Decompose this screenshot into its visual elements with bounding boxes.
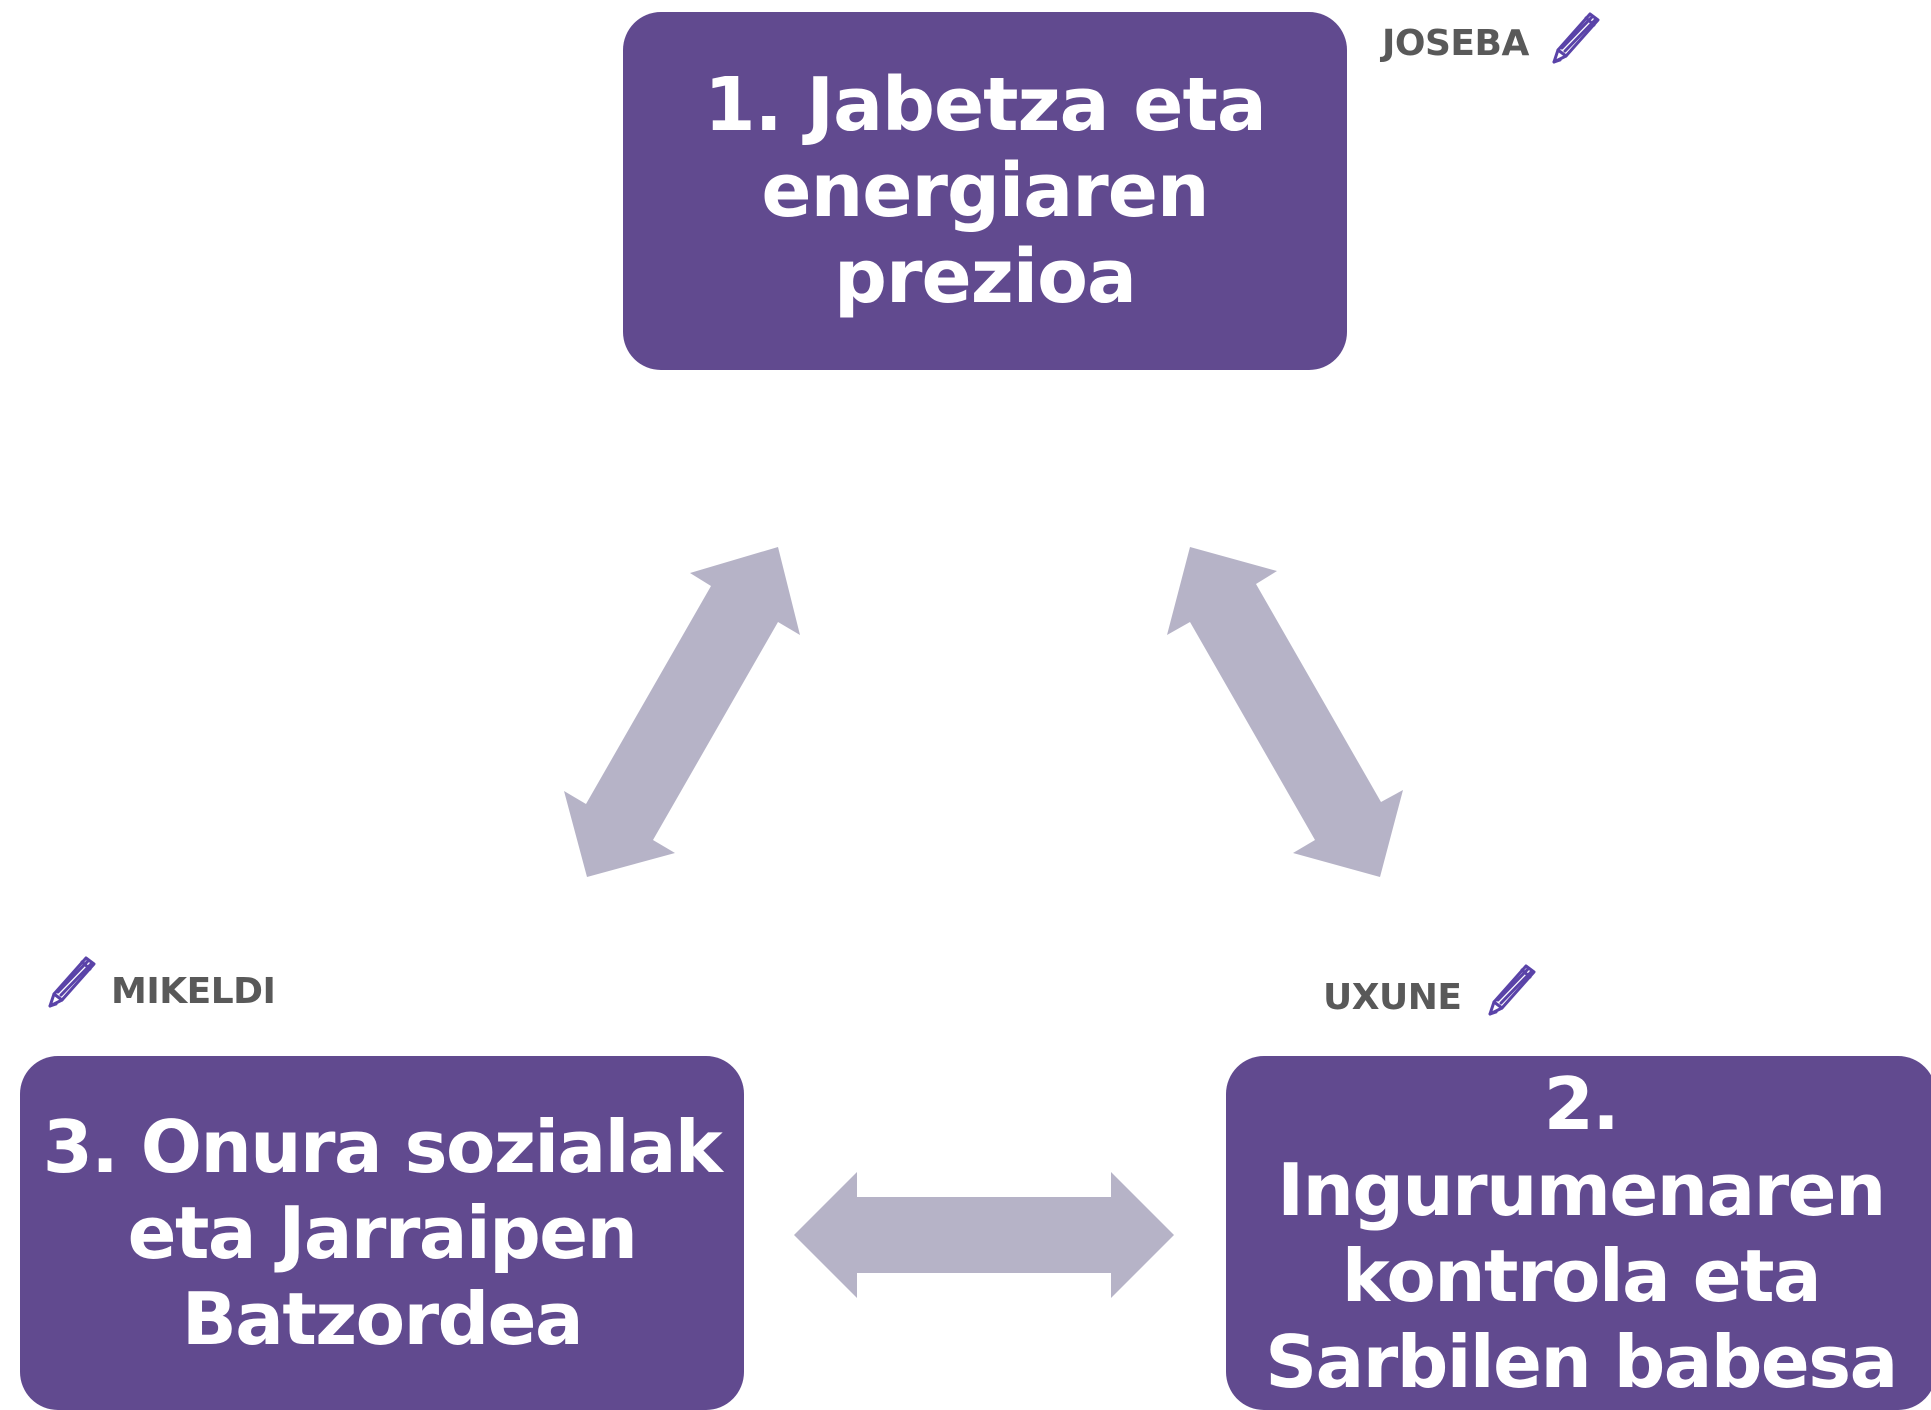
author-uxune: UXUNE <box>1323 977 1462 1018</box>
arrow-box1-box3 <box>564 547 800 877</box>
pencil-icon <box>1488 964 1536 1016</box>
pencil-icon <box>1552 12 1600 64</box>
pencil-icon <box>48 956 96 1008</box>
box-ingurumena-sarbil-babesa: 2. Ingurumenaren kontrola eta Sarbilen b… <box>1226 1056 1931 1410</box>
author-mikeldi: MIKELDI <box>111 971 276 1012</box>
arrow-box3-box2 <box>794 1172 1174 1298</box>
box-jabetza-energia-prezioa: 1. Jabetza eta energiaren prezioa <box>623 12 1347 370</box>
box-onura-sozialak-jarraipena: 3. Onura sozialak eta Jarraipen Batzorde… <box>20 1056 744 1410</box>
arrow-box1-box2 <box>1167 547 1403 877</box>
author-joseba: JOSEBA <box>1382 23 1529 64</box>
